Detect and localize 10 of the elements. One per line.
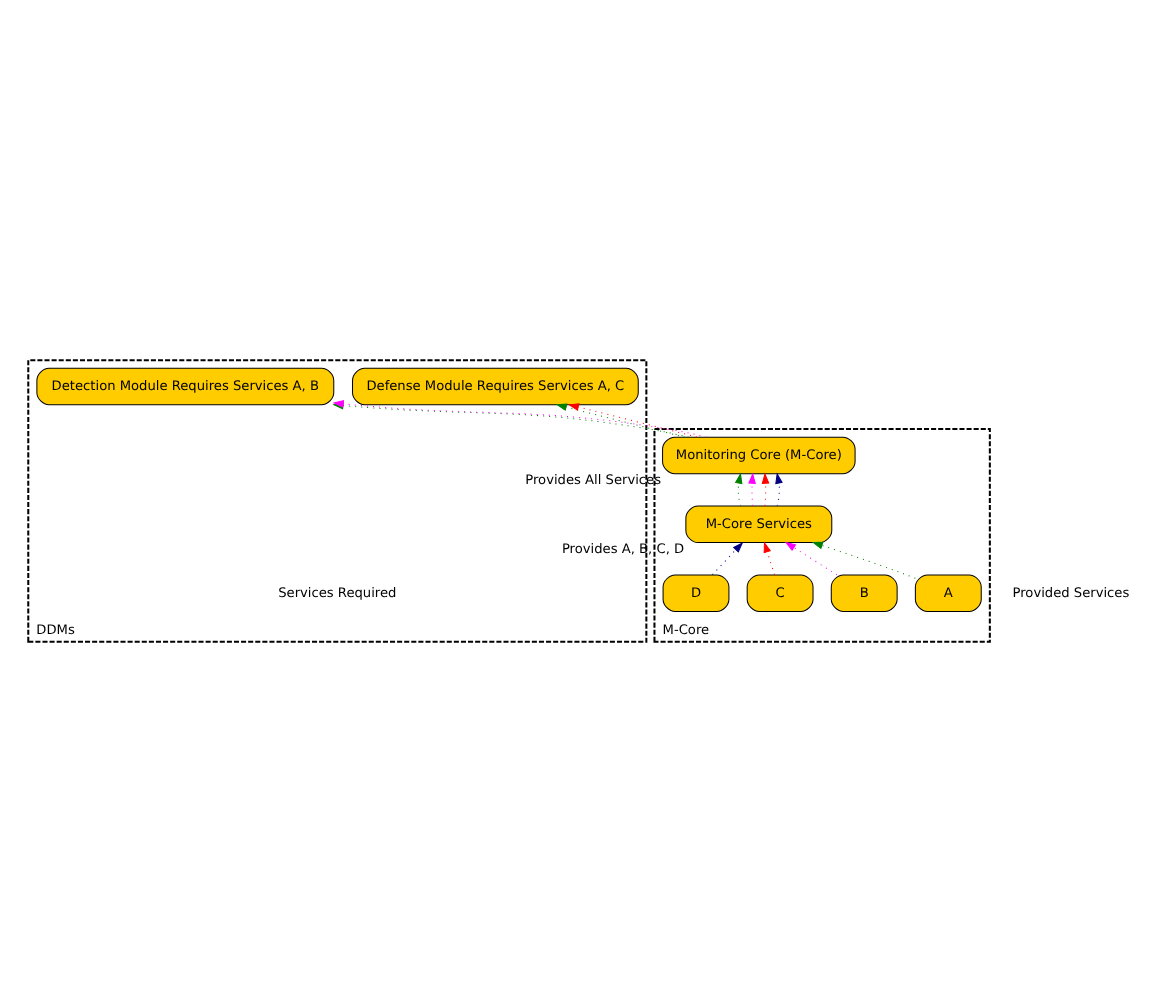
arrow [712, 541, 744, 576]
arrow [748, 472, 756, 507]
arrow [775, 472, 783, 507]
arrow [811, 541, 916, 579]
arrow [784, 541, 838, 576]
arrow [555, 403, 686, 438]
arrow [761, 472, 770, 507]
arrow [763, 541, 775, 576]
arrow [567, 403, 698, 438]
arrow [734, 472, 743, 507]
